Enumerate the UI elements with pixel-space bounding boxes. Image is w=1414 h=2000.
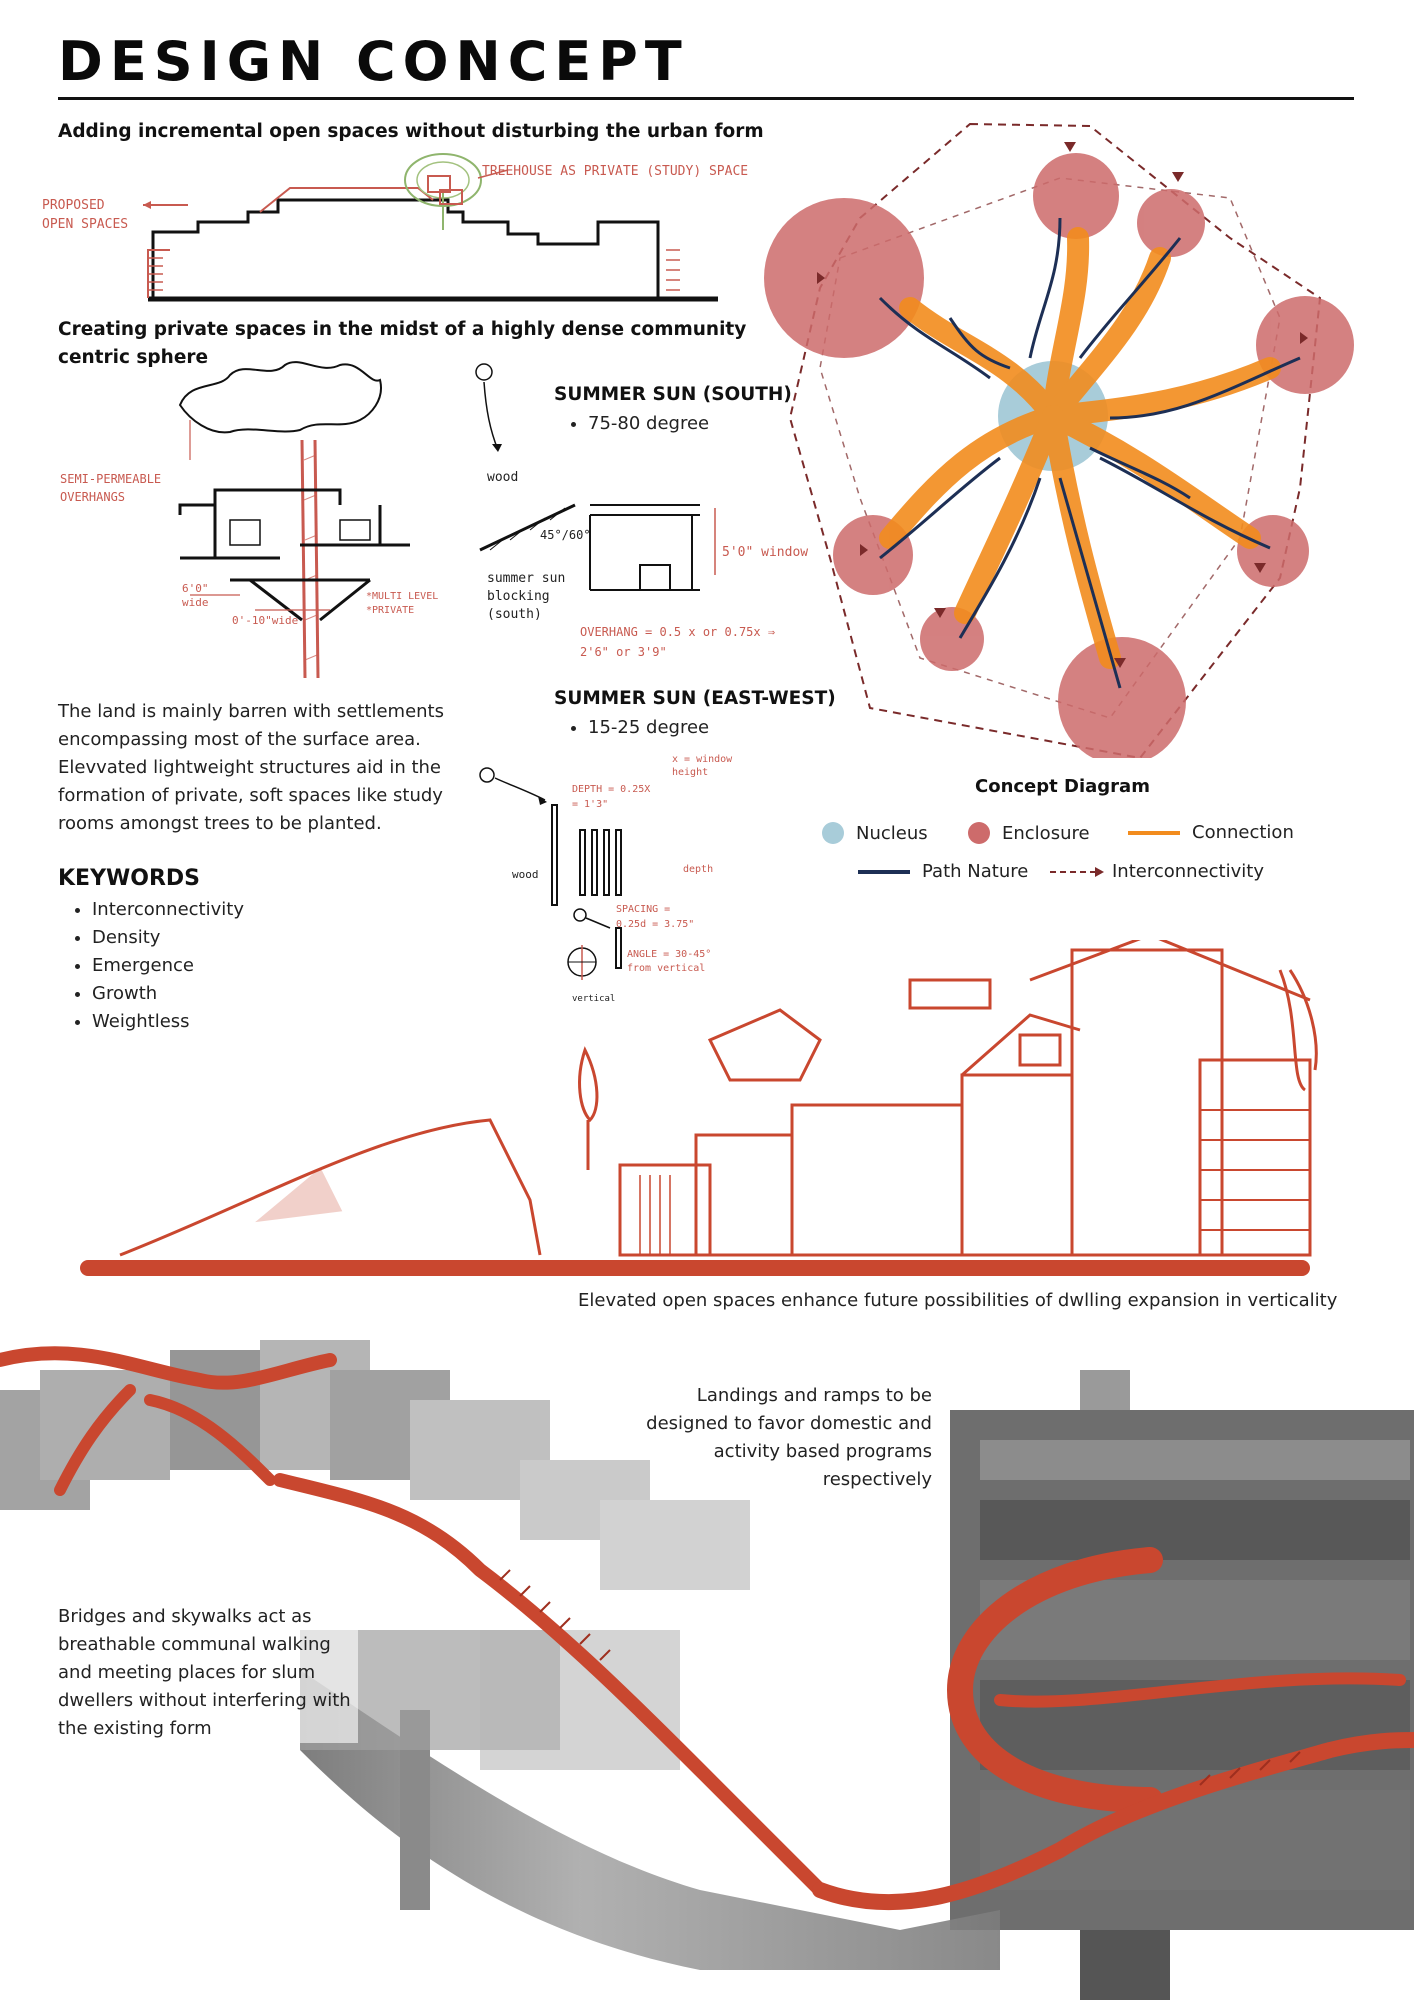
ew-depth2-label: depth (683, 864, 714, 875)
multilevel-note: *MULTI LEVEL *PRIVATE (366, 591, 439, 616)
nucleus-dot-icon (822, 822, 844, 844)
ew-wood-label: wood (512, 868, 539, 881)
section-heading-open-spaces: Adding incremental open spaces without d… (58, 121, 764, 142)
path-line-icon (858, 869, 910, 874)
keyword-interconnectivity: Interconnectivity (92, 896, 244, 924)
legend-connection: Connection (1128, 822, 1294, 843)
landings-description: Landings and ramps to be designed to fav… (646, 1385, 932, 1490)
legend-path-nature: Path Nature (858, 861, 1028, 882)
legend-interconnectivity: Interconnectivity (1050, 861, 1264, 882)
hill (119, 1118, 542, 1257)
connection-line-icon (1128, 830, 1180, 835)
tree-canopy (178, 361, 382, 434)
legend-enclosure: Enclosure (968, 822, 1090, 844)
proposed-open-spaces-label: PROPOSED OPEN SPACES (42, 198, 129, 232)
legend-label: Interconnectivity (1112, 861, 1264, 882)
ew-x-label: x = window height (672, 754, 733, 778)
section-heading-private-spaces: Creating private spaces in the midst of … (58, 319, 747, 368)
treehouse-platforms (178, 488, 410, 622)
collage-illustration (0, 1340, 1414, 2000)
enclosure-dot-icon (968, 822, 990, 844)
keyword-weightless: Weightless (92, 1008, 244, 1036)
red-skywalk (0, 1346, 1414, 1911)
right-building-section (950, 1370, 1414, 2000)
ew-spacing-label: SPACING = 0.25d = 3.75" (616, 904, 695, 930)
summer-sun-east-west-list: 15-25 degree (554, 714, 709, 742)
summer-sun-south-title: SUMMER SUN (SOUTH) (554, 384, 792, 405)
south-window-label: 5'0" window (722, 545, 809, 560)
dimension-a: 6'0" wide (182, 582, 209, 609)
south-overhang-label: OVERHANG = 0.5 x or 0.75x ⇒ 2'6" or 3'9" (580, 625, 776, 659)
ew-angle-label: ANGLE = 30-45° from vertical (627, 949, 712, 974)
left-stair-hatch (148, 257, 163, 291)
dashed-arrow-icon (1050, 866, 1104, 877)
interconnectivity-arrows (817, 142, 1308, 668)
page-title: DESIGN CONCEPT (58, 30, 689, 93)
summer-sun-east-west-title: SUMMER SUN (EAST-WEST) (554, 688, 836, 709)
south-angle-label: 45°/60° (540, 528, 591, 542)
ground-bar (80, 1260, 1310, 1276)
legend-label: Connection (1192, 822, 1294, 843)
summer-sun-south-list: 75-80 degree (554, 410, 709, 438)
legend-nucleus: Nucleus (822, 822, 928, 844)
overhangs-label: SEMI-PERMEABLE OVERHANGS (60, 472, 162, 504)
south-block-label: summer sun blocking (south) (487, 571, 566, 622)
urban-form-sketch (143, 153, 718, 302)
tree-section-sketch (178, 361, 410, 679)
tree-sketch (404, 153, 482, 230)
enclosure-circle (1058, 637, 1186, 758)
ew-vertical-label: vertical (572, 994, 616, 1004)
enclosure-circle (1137, 189, 1205, 257)
keywords-title: KEYWORDS (58, 866, 201, 891)
right-stair-hatch (666, 249, 680, 291)
stair-ticks (499, 1569, 1301, 1786)
elevation-caption: Elevated open spaces enhance future poss… (578, 1290, 1338, 1311)
south-wood-label: wood (487, 470, 519, 485)
path-nature (878, 217, 1301, 689)
louvres (579, 829, 622, 896)
dimension-b: 0'-10"wide (232, 614, 299, 627)
title-divider (58, 97, 1354, 100)
list-item: 15-25 degree (588, 714, 709, 742)
keyword-growth: Growth (92, 980, 244, 1008)
ew-depth-label: DEPTH = 0.25X = 1'3" (572, 784, 651, 810)
sun-east-west-sketch (479, 767, 622, 980)
list-item: 75-80 degree (588, 410, 709, 438)
land-description: The land is mainly barren with settlemen… (58, 701, 444, 834)
legend-label: Enclosure (1002, 822, 1090, 844)
keyword-emergence: Emergence (92, 952, 244, 980)
enclosure-circle (1033, 153, 1119, 239)
enclosure-circle (764, 198, 924, 358)
legend-label: Path Nature (922, 861, 1029, 882)
window-section (589, 504, 700, 591)
skyline-outline (151, 198, 660, 298)
bridges-description: Bridges and skywalks act as breathable c… (58, 1603, 358, 1743)
treehouse-label: TREEHOUSE AS PRIVATE (STUDY) SPACE (482, 164, 749, 179)
keywords-list: Interconnectivity Density Emergence Grow… (58, 896, 244, 1036)
concept-diagram-title: Concept Diagram (975, 776, 1150, 797)
keyword-density: Density (92, 924, 244, 952)
sun-south-sketch (475, 363, 716, 591)
legend-label: Nucleus (856, 822, 928, 844)
concept-diagram (764, 122, 1354, 758)
left-building-cluster (0, 1340, 750, 1590)
elevation-sketch (80, 940, 1318, 1276)
